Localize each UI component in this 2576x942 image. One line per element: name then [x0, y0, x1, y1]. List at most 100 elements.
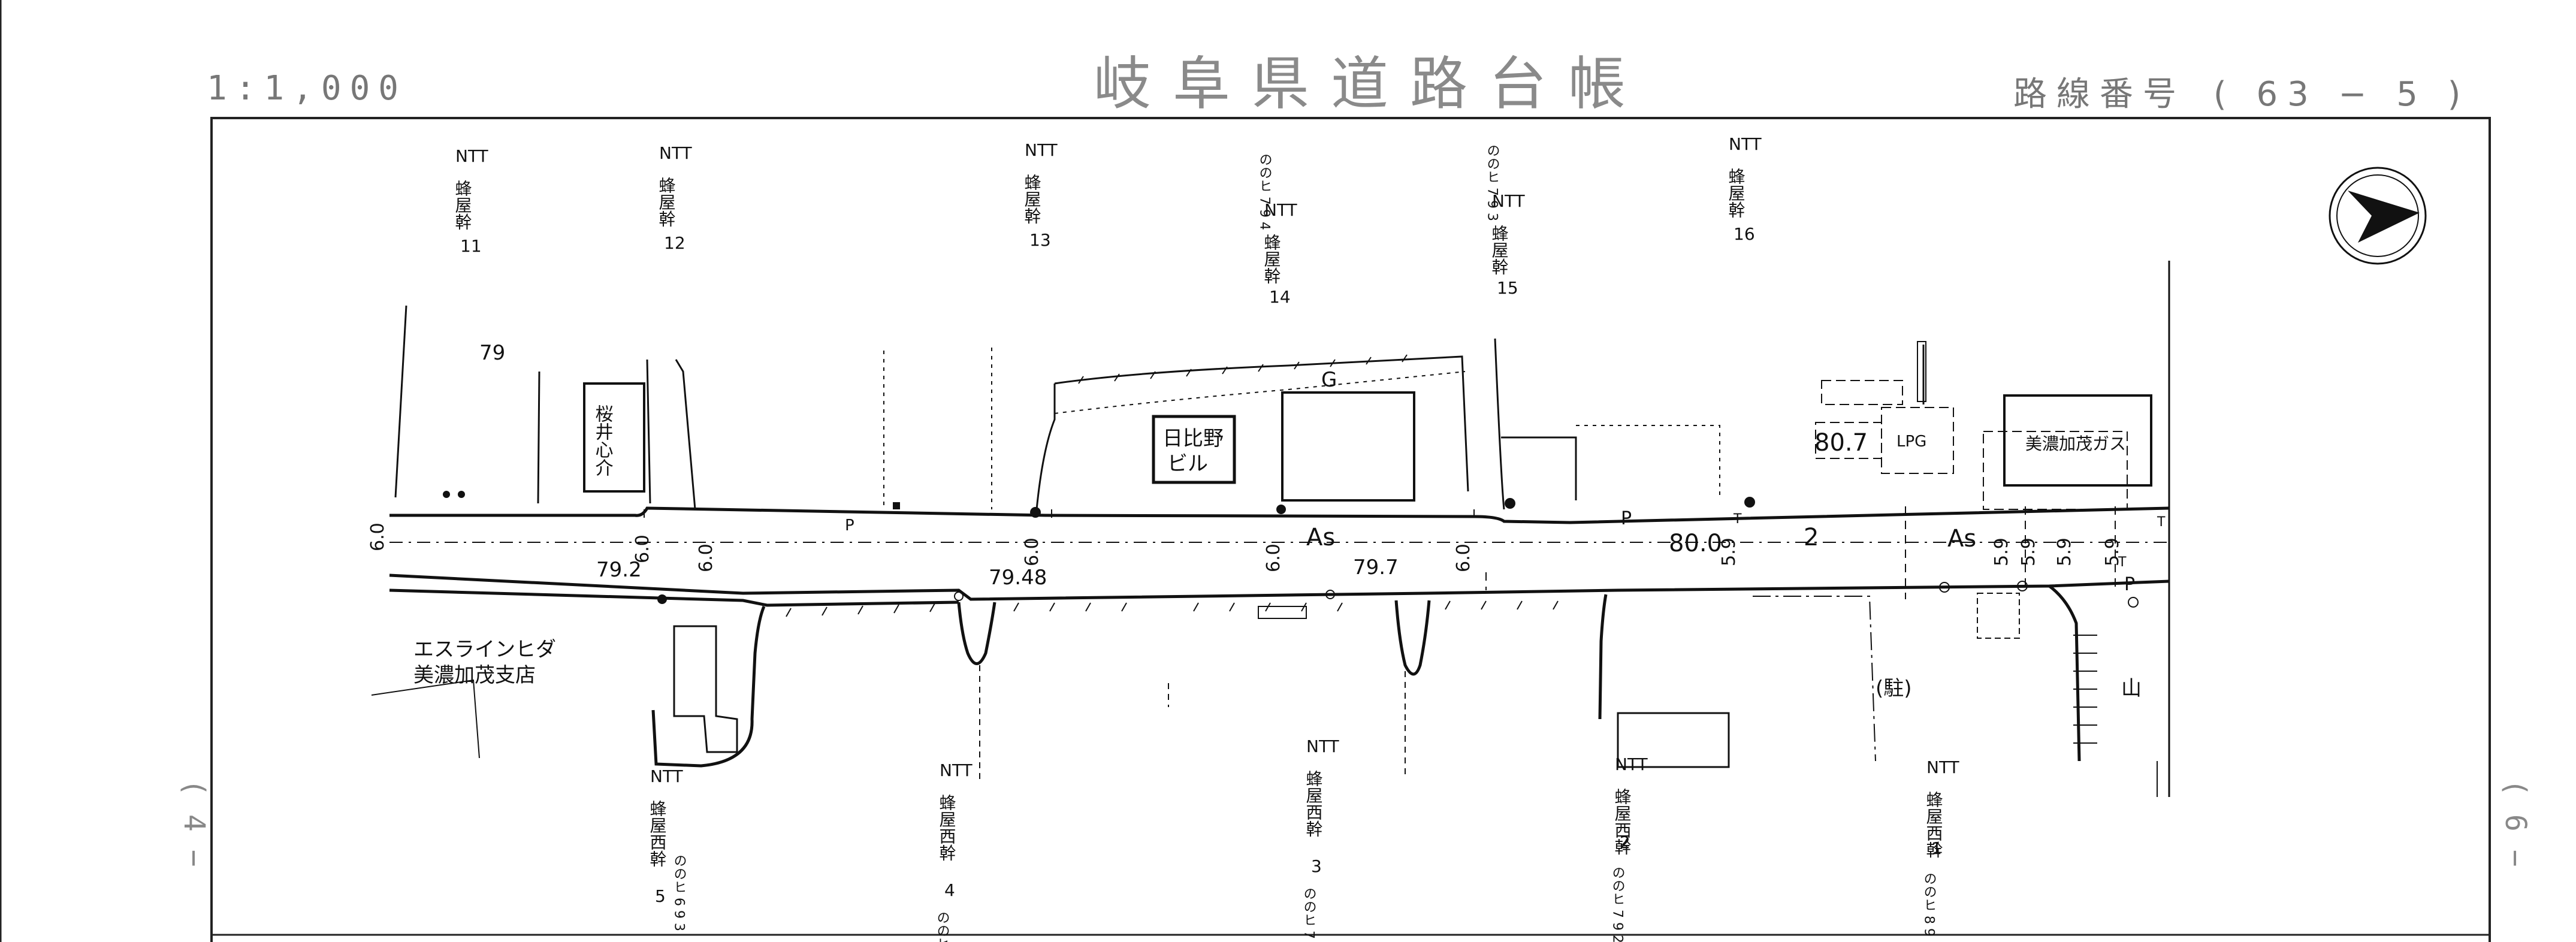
width-6-0-e: 6.0 [1263, 544, 1284, 572]
lpg-tank [1917, 341, 1926, 402]
building-mino-gas [2003, 394, 2152, 487]
route-number: 路線番号 ( 63 − 5 ) [2013, 67, 2471, 116]
svg-text:NTT: NTT [1492, 191, 1526, 211]
width-5-9-e: 5.9 [2102, 538, 2123, 566]
svg-text:12: 12 [664, 233, 685, 253]
pole-p-1: P [845, 517, 854, 535]
building-hibiya-annex [1281, 391, 1415, 502]
pole-label-s1: NTT 蜂屋西幹 1 ののヒ 8 9 1 [1922, 757, 1960, 942]
north-pole-labels: NTT 蜂屋幹 11 NTT 蜂屋幹 12 NTT 蜂屋幹 13 ののヒ 7 9… [453, 134, 1762, 307]
elevation-79-2: 79.2 [596, 558, 642, 582]
svg-text:NTT: NTT [1264, 200, 1298, 220]
svg-text:11: 11 [460, 236, 482, 256]
building-esline [371, 679, 480, 759]
pole-label-n15: ののヒ 7 9 3 NTT 蜂屋幹 15 [1485, 144, 1526, 298]
svg-text:15: 15 [1497, 278, 1518, 298]
parking-boundary [1753, 596, 1876, 762]
svg-text:蜂屋幹: 蜂屋幹 [657, 177, 677, 227]
marker-t-2: T [2118, 555, 2127, 570]
svg-text:蜂屋幹: 蜂屋幹 [1262, 234, 1282, 284]
sheet-title: 岐阜県道路台帳 [1094, 50, 1647, 117]
north-arrow-icon [2329, 167, 2427, 265]
svg-text:16: 16 [1734, 224, 1755, 244]
marker-t-3: T [1733, 512, 1742, 527]
scale-label: 1:1,000 [207, 69, 407, 108]
drain-grate [1258, 606, 1307, 619]
route-number-value: ( 63 − 5 ) [2213, 75, 2471, 114]
elevation-80-7: 80.7 [1814, 429, 1868, 457]
width-5-9-a: 5.9 [1719, 538, 1740, 566]
width-5-9-d: 5.9 [2054, 538, 2075, 566]
building-label-esline-1: エスラインヒダ [413, 638, 556, 662]
building-label-hibiya-2: ビル [1167, 452, 1208, 476]
map-frame [210, 117, 2491, 942]
building-lpg-outline [1815, 380, 2128, 510]
pole-label-s2: NTT 蜂屋西幹 2 ののヒ 7 9 2 [1610, 754, 1648, 942]
pole-label-n12: NTT 蜂屋幹 12 [657, 143, 693, 253]
svg-text:蜂屋幹: 蜂屋幹 [1726, 168, 1746, 218]
elevation-80-0: 80.0 [1669, 530, 1722, 557]
pavement-as-2: As [1947, 525, 1976, 552]
elevation-79: 79 [479, 341, 505, 365]
building-south-3 [1977, 593, 2020, 639]
svg-text:NTT: NTT [1025, 140, 1058, 160]
left-sheet-link: (4− [177, 779, 211, 885]
svg-text:蜂屋西幹: 蜂屋西幹 [1304, 770, 1324, 837]
svg-text:4: 4 [944, 880, 955, 900]
mountain-label: 山 [2121, 677, 2142, 701]
svg-text:ののヒ 7 9 1: ののヒ 7 9 1 [1301, 887, 1316, 942]
pole-label-s5: NTT 蜂屋西幹 5 ののヒ 6 9 3 [648, 766, 687, 931]
pole-p-2: P [1621, 508, 1632, 529]
road-edges [389, 506, 2170, 768]
svg-text:3: 3 [1311, 856, 1322, 876]
elevation-79-48: 79.48 [989, 566, 1047, 590]
svg-text:NTT: NTT [650, 766, 684, 786]
svg-text:ののヒ 8 9 1: ののヒ 8 9 1 [1922, 872, 1937, 942]
utility-poles [443, 491, 1755, 604]
svg-text:ののヒ 7 9 4: ののヒ 7 9 4 [1257, 153, 1272, 230]
guardrail-g: G [1321, 368, 1337, 392]
svg-text:蜂屋西幹: 蜂屋西幹 [1612, 788, 1632, 855]
pole-p-3: P [2124, 574, 2135, 595]
lane-dashes [644, 506, 2116, 599]
pole-label-n16: NTT 蜂屋幹 16 [1726, 134, 1762, 244]
building-label-esline-2: 美濃加茂支店 [413, 663, 536, 687]
km-marker: 2 [1804, 524, 1819, 551]
width-6-0-f: 6.0 [1453, 544, 1474, 572]
svg-text:NTT: NTT [659, 143, 693, 163]
route-number-label: 路線番号 [2013, 75, 2186, 114]
pole-label-n11: NTT 蜂屋幹 11 [453, 146, 489, 256]
building-sakurai [583, 382, 645, 493]
svg-text:13: 13 [1029, 230, 1051, 250]
building-label-hibiya-1: 日比野 [1162, 427, 1224, 451]
svg-text:NTT: NTT [940, 760, 973, 780]
elevation-79-7: 79.7 [1353, 555, 1399, 579]
width-6-0-c: 6.0 [696, 544, 717, 572]
width-5-9-b: 5.9 [1991, 538, 2012, 566]
svg-text:5: 5 [655, 886, 666, 906]
curb-hatching [786, 354, 1559, 617]
width-5-9-c: 5.9 [2018, 538, 2039, 566]
building-label-sakurai: 桜井心介 [592, 404, 614, 476]
svg-text:1: 1 [1931, 838, 1942, 858]
pole-label-s3: NTT 蜂屋西幹 3 ののヒ 7 9 1 [1301, 736, 1340, 942]
svg-text:ののヒ 7 9 2: ののヒ 7 9 2 [1610, 866, 1625, 942]
north-property-lines [394, 261, 2170, 797]
svg-text:14: 14 [1269, 287, 1291, 307]
svg-text:ののヒ 7 9 3: ののヒ 7 9 3 [1485, 144, 1500, 221]
svg-text:2: 2 [1620, 832, 1630, 852]
svg-text:NTT: NTT [1729, 134, 1762, 154]
south-pole-labels: NTT 蜂屋西幹 5 ののヒ 6 9 3 NTT 蜂屋西幹 4 ののヒ 6 9 … [648, 736, 1960, 942]
svg-text:蜂屋幹: 蜂屋幹 [1022, 174, 1042, 224]
width-6-0-d: 6.0 [1022, 538, 1043, 566]
mountain-terrain [2073, 635, 2158, 797]
svg-text:NTT: NTT [1615, 754, 1648, 774]
svg-text:蜂屋幹: 蜂屋幹 [453, 180, 473, 230]
svg-text:NTT: NTT [1926, 757, 1960, 777]
svg-text:ののヒ 6 9 3: ののヒ 6 9 3 [672, 854, 687, 931]
svg-text:蜂屋西幹: 蜂屋西幹 [1924, 791, 1944, 858]
small-poles [954, 581, 2139, 608]
width-6-0-a: 6.0 [367, 523, 388, 551]
